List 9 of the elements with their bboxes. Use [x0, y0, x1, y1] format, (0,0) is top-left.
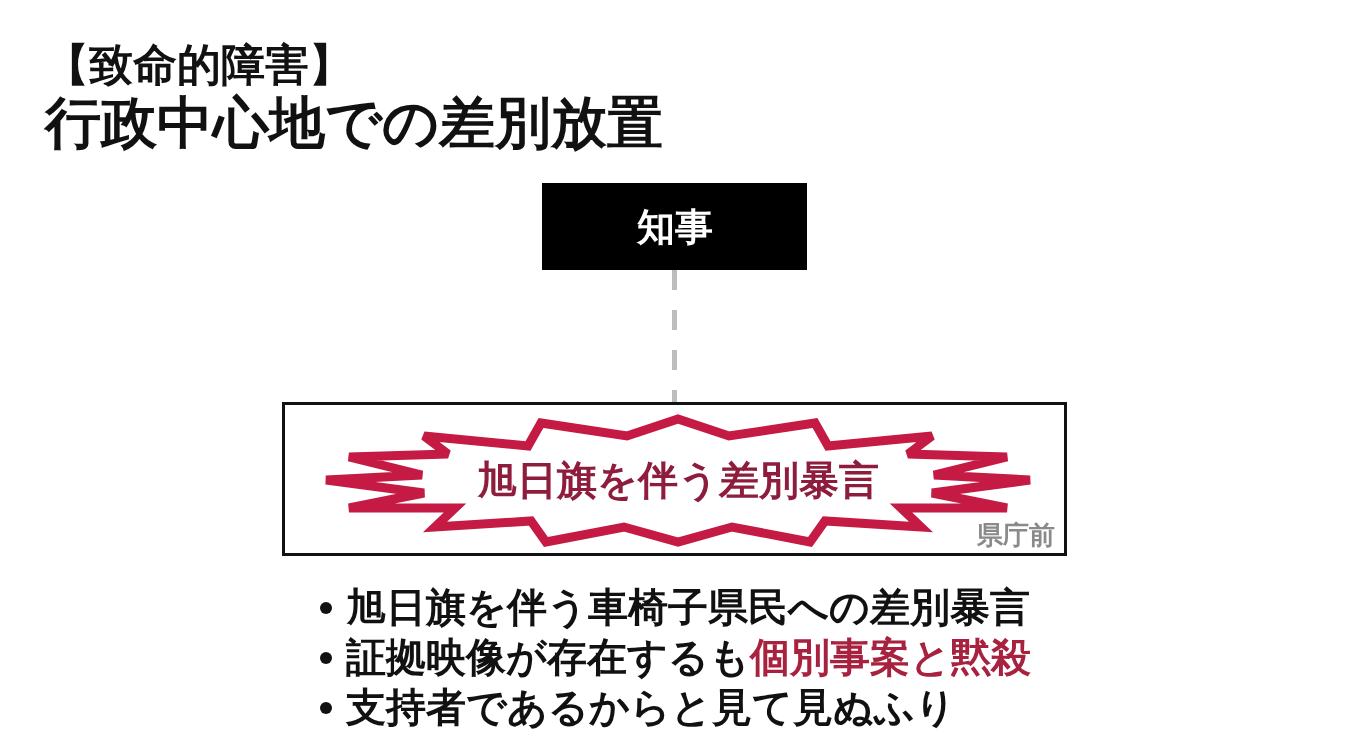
- title-text: 行政中心地での差別放置: [45, 92, 663, 154]
- connector-line: [672, 270, 677, 402]
- bullet-text: 旭日旗を伴う車椅子県民への差別暴言: [346, 584, 1030, 630]
- bullet-text: 証拠映像が存在するも個別事案と黙殺: [346, 634, 1031, 680]
- label-box: 知事: [542, 183, 807, 270]
- location-label: 県庁前: [977, 519, 1055, 551]
- bullet-text: 支持者であるからと見て見ぬふり: [346, 684, 956, 730]
- kicker-text: 【致命的障害】: [45, 40, 353, 90]
- starburst-text: 旭日旗を伴う差別暴言: [476, 457, 880, 503]
